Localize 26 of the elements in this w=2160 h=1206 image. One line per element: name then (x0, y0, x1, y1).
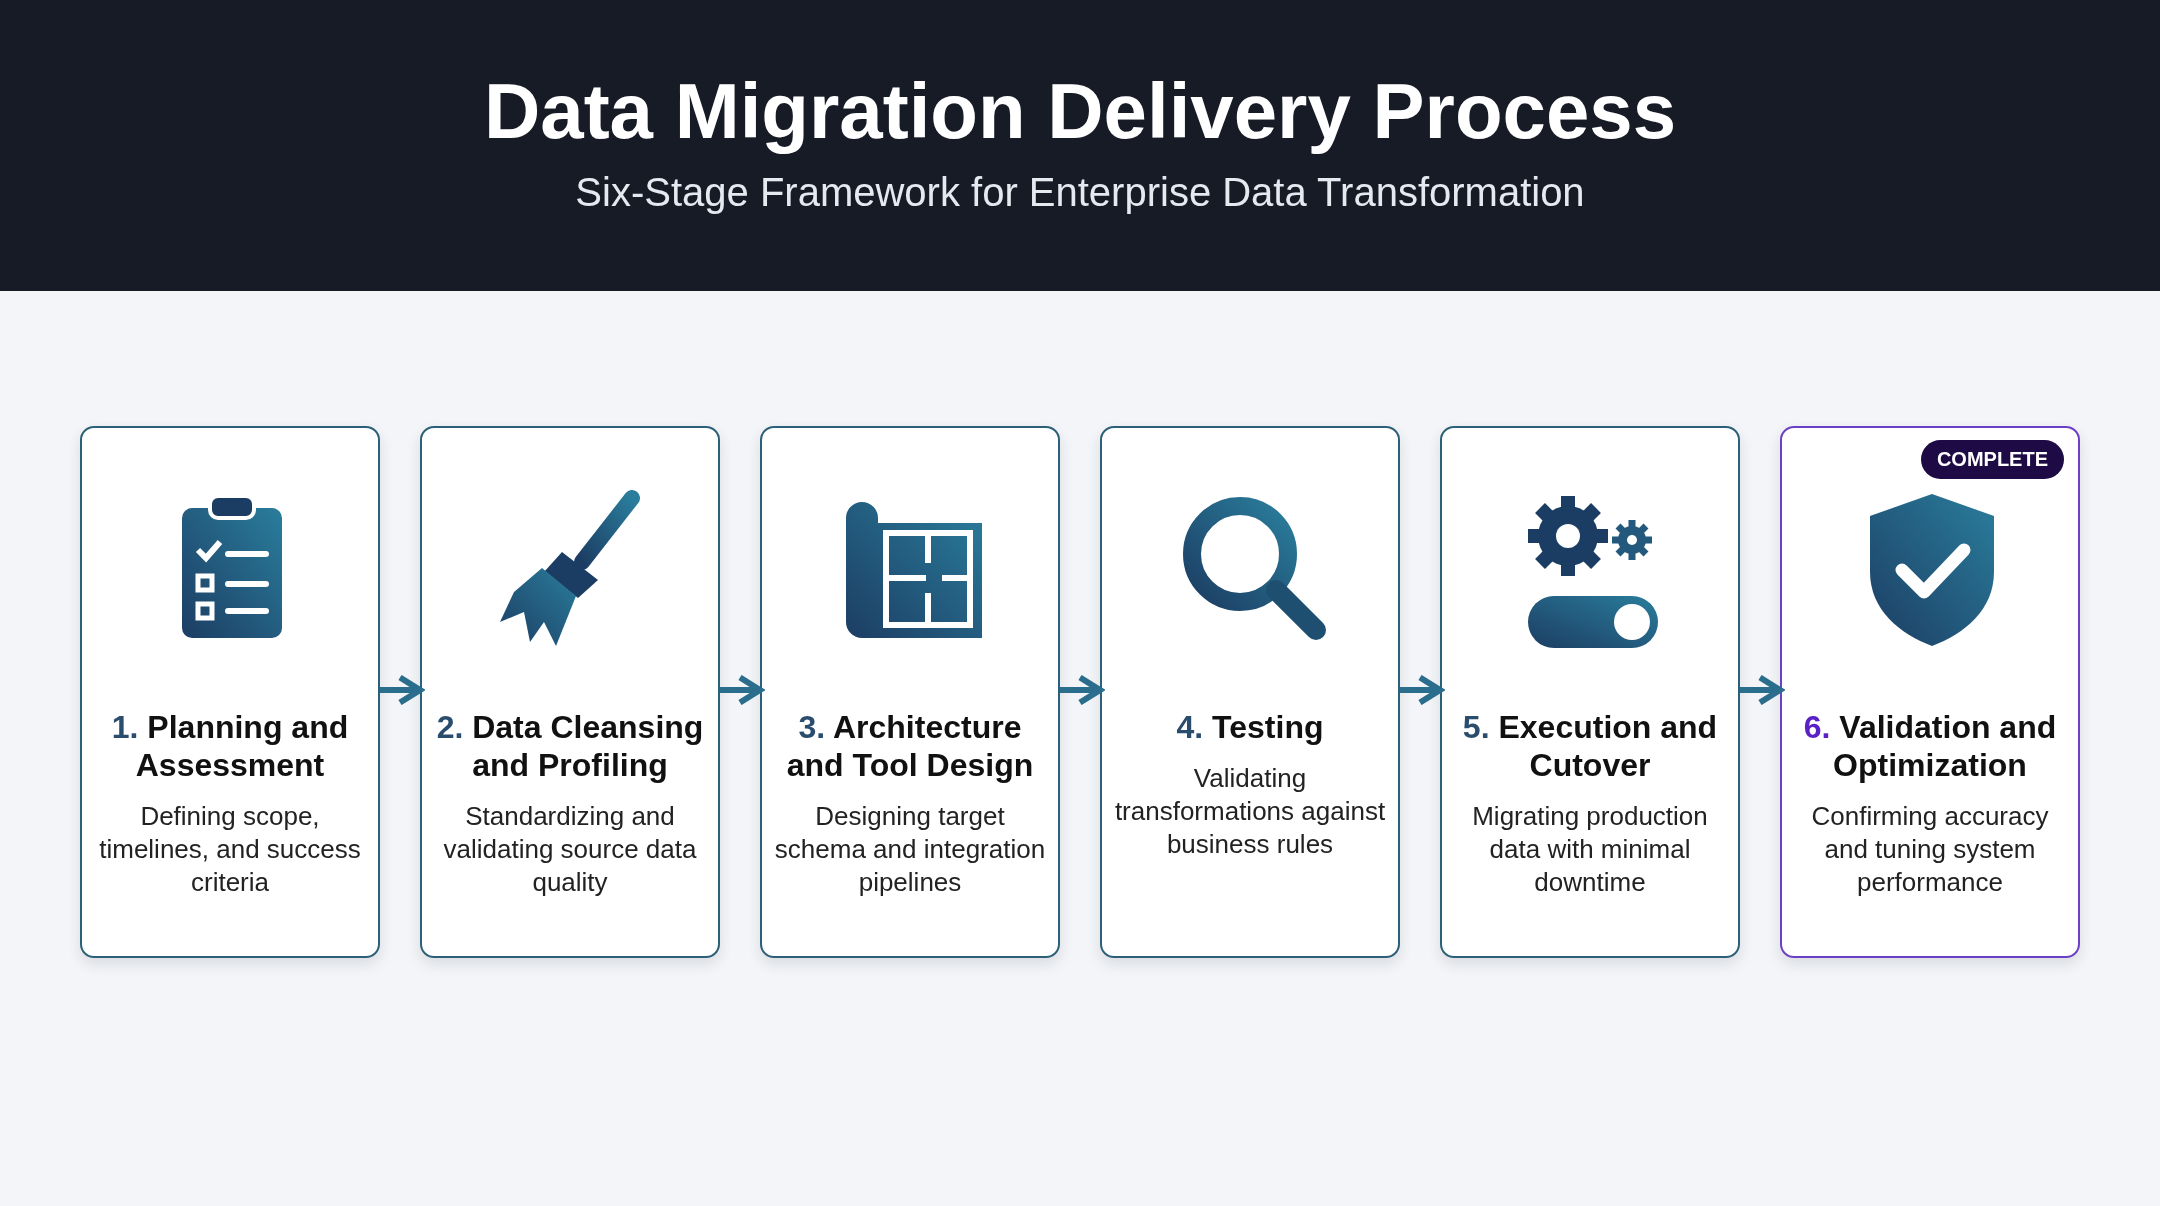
stage-card (80, 426, 380, 958)
status-badge: COMPLETE (1920, 440, 2064, 479)
arrow (1740, 674, 1783, 706)
stage-heading: 1. Planning and Assessment (110, 708, 350, 784)
stage-description: Defining scope, timelines, and success criteria (98, 800, 362, 899)
stage-description: Validating transformations against business rules (1113, 762, 1387, 861)
stage-heading: 3. Architecture and Tool Design (785, 708, 1035, 784)
stage-description: Standardizing and validating source data quality (442, 800, 698, 899)
stage-card (420, 426, 720, 958)
stage-description: Confirming accuracy and tuning system performance (1810, 800, 2050, 899)
title: Data Migration Delivery Process (482, 66, 1678, 157)
stage-card (1100, 426, 1400, 958)
subtitle: Six-Stage Framework for Enterprise Data Transformation (574, 170, 1586, 215)
stage-card (760, 426, 1060, 958)
stage-card (1440, 426, 1740, 958)
stage-heading: 6. Validation and Optimization (1802, 708, 2058, 784)
arrow (380, 674, 423, 706)
stage-heading: 4. Testing (1175, 708, 1325, 746)
arrow (1060, 674, 1103, 706)
arrow (1400, 674, 1443, 706)
arrow (720, 674, 763, 706)
stage-heading: 2. Data Cleansing and Profiling (435, 708, 705, 784)
stage-heading: 5. Execution and Cutover (1461, 708, 1719, 784)
stage-description: Designing target schema and integration pipelines (773, 800, 1047, 899)
stage-card (1780, 426, 2080, 958)
stage-description: Migrating production data with minimal downtime (1471, 800, 1709, 899)
